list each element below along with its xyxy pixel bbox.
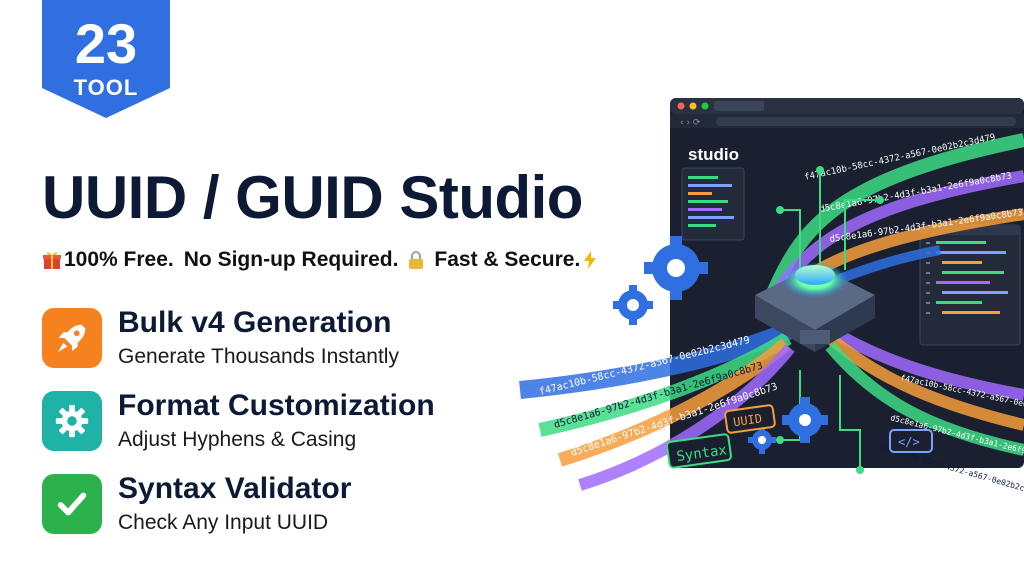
checkmark-icon bbox=[42, 474, 102, 534]
code-panel-right bbox=[919, 224, 1021, 346]
feature-syntax-validator: Syntax Validator Check Any Input UUID bbox=[42, 472, 352, 536]
uuid-tag-text: UUID bbox=[732, 411, 763, 429]
tagline-fast-secure: Fast & Secure. bbox=[434, 248, 581, 271]
feature-bulk-generation: Bulk v4 Generation Generate Thousands In… bbox=[42, 306, 399, 370]
tool-number-badge: 23 TOOL bbox=[42, 0, 170, 118]
gear-icon bbox=[748, 426, 776, 454]
lightning-icon bbox=[580, 250, 600, 270]
tagline-no-signup: No Sign-up Required. bbox=[183, 248, 399, 271]
uuid-tag bbox=[724, 404, 776, 434]
badge-label: TOOL bbox=[73, 75, 139, 100]
gear-icon bbox=[42, 391, 102, 451]
feature-title: Format Customization bbox=[118, 389, 435, 422]
syntax-tag bbox=[666, 433, 732, 469]
feature-subtitle: Generate Thousands Instantly bbox=[118, 345, 399, 368]
gift-icon bbox=[42, 250, 62, 270]
feature-title: Bulk v4 Generation bbox=[118, 306, 392, 339]
badge-shape bbox=[42, 0, 170, 118]
code-tag bbox=[889, 429, 933, 453]
badge-number: 23 bbox=[74, 12, 138, 75]
hero-illustration: ‹ › ⟳ studio f47ac10b-58cc-4372-a567-0e0… bbox=[519, 98, 1024, 500]
uuid-streams-bottom-right bbox=[825, 324, 1024, 456]
gear-icon bbox=[644, 236, 708, 300]
rocket-icon bbox=[42, 308, 102, 368]
feature-format-customization: Format Customization Adjust Hyphens & Ca… bbox=[42, 389, 435, 453]
code-panel-left bbox=[681, 167, 745, 241]
gear-icon bbox=[782, 397, 828, 443]
uuid-streams-left bbox=[519, 321, 795, 491]
lock-icon bbox=[406, 250, 426, 270]
svg-text:‹ › ⟳: ‹ › ⟳ bbox=[680, 118, 701, 128]
tagline: 100% Free. No Sign-up Required. Fast & S… bbox=[42, 246, 602, 274]
syntax-tag-text: Syntax bbox=[676, 442, 728, 465]
page-title: UUID / GUID Studio bbox=[42, 164, 583, 231]
gear-icon bbox=[613, 285, 653, 325]
tagline-free: 100% Free. bbox=[64, 248, 174, 271]
central-processor-chip bbox=[755, 262, 875, 352]
feature-subtitle: Check Any Input UUID bbox=[118, 511, 329, 534]
code-tag-text: </> bbox=[898, 435, 920, 449]
feature-subtitle: Adjust Hyphens & Casing bbox=[118, 428, 357, 451]
window-title: studio bbox=[688, 145, 739, 164]
feature-title: Syntax Validator bbox=[118, 472, 352, 505]
